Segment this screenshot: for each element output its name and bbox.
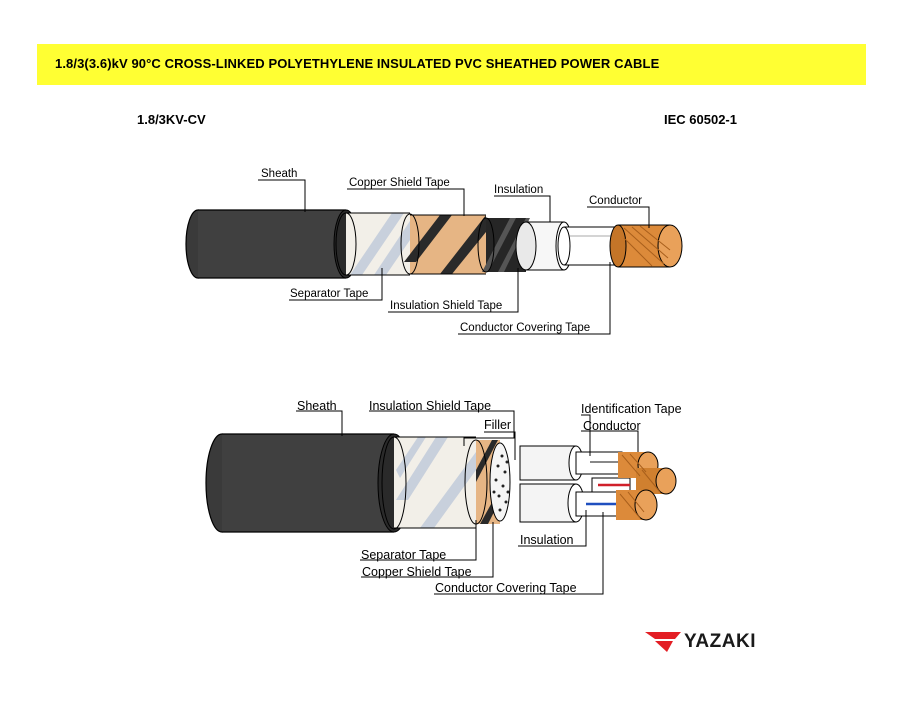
- tc-label-insulation: Insulation: [520, 533, 574, 547]
- sc-label-conductor-covering-tape: Conductor Covering Tape: [460, 322, 590, 334]
- tc-label-sheath: Sheath: [297, 399, 337, 413]
- tc-leader-lines: [296, 410, 639, 595]
- three-core-cable: Sheath Insulation Shield Tape Filler Ide…: [205, 399, 682, 595]
- tc-label-filler: Filler: [484, 418, 511, 432]
- sc-insulation: [515, 221, 573, 271]
- tc-separator-tape: [381, 436, 476, 530]
- tc-identification-tape: [586, 461, 630, 506]
- tc-label-copper-shield-tape: Copper Shield Tape: [362, 565, 472, 579]
- tc-label-insulation-shield-tape: Insulation Shield Tape: [369, 399, 491, 413]
- sc-leader-lines: [258, 179, 650, 335]
- yazaki-mark-icon: [645, 632, 681, 652]
- sc-conductor: [609, 224, 683, 268]
- tc-label-conductor: Conductor: [583, 419, 641, 433]
- tc-label-separator-tape: Separator Tape: [361, 548, 446, 562]
- sc-sheath: [185, 209, 359, 279]
- standard-label: IEC 60502-1: [664, 112, 737, 127]
- single-core-cable: Sheath Copper Shield Tape Insulation Con…: [185, 168, 683, 335]
- tc-label-conductor-covering-tape: Conductor Covering Tape: [435, 581, 577, 595]
- sc-label-insulation-shield-tape: Insulation Shield Tape: [390, 300, 502, 312]
- model-label: 1.8/3KV-CV: [137, 112, 206, 127]
- sc-label-sheath: Sheath: [261, 168, 297, 180]
- sc-label-conductor: Conductor: [589, 195, 642, 207]
- sc-label-separator-tape: Separator Tape: [290, 288, 368, 300]
- tc-conductor: [616, 451, 677, 521]
- tc-sheath: [205, 433, 411, 533]
- sc-label-copper-shield-tape: Copper Shield Tape: [349, 177, 450, 189]
- page-title: 1.8/3(3.6)kV 90°C CROSS-LINKED POLYETHYL…: [55, 56, 660, 71]
- logo-text: YAZAKI: [684, 631, 756, 652]
- sc-label-insulation: Insulation: [494, 184, 543, 196]
- tc-insulation: [519, 445, 585, 523]
- sc-conductor-covering-tape: [557, 226, 618, 266]
- tc-label-identification-tape: Identification Tape: [581, 402, 682, 416]
- yazaki-logo: YAZAKI: [645, 628, 785, 654]
- sc-separator-tape: [335, 212, 410, 276]
- sc-copper-shield-tape: [400, 213, 486, 275]
- title-banner: 1.8/3(3.6)kV 90°C CROSS-LINKED POLYETHYL…: [37, 44, 866, 85]
